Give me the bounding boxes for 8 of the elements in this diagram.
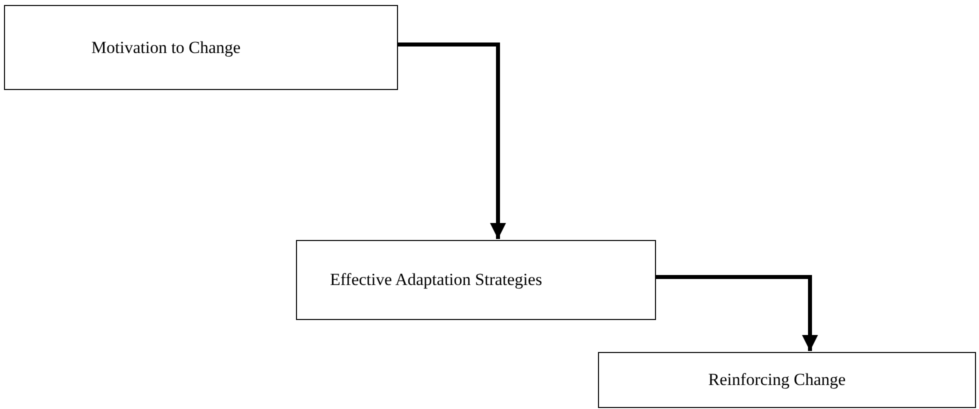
process-box	[4, 5, 398, 90]
process-box	[598, 352, 976, 408]
elbow-arrow	[656, 275, 818, 351]
box-label: Motivation to Change	[91, 38, 241, 58]
box-label: Effective Adaptation Strategies	[330, 270, 542, 290]
process-box	[296, 240, 656, 320]
elbow-arrow	[398, 42, 506, 239]
box-label: Reinforcing Change	[708, 370, 846, 390]
